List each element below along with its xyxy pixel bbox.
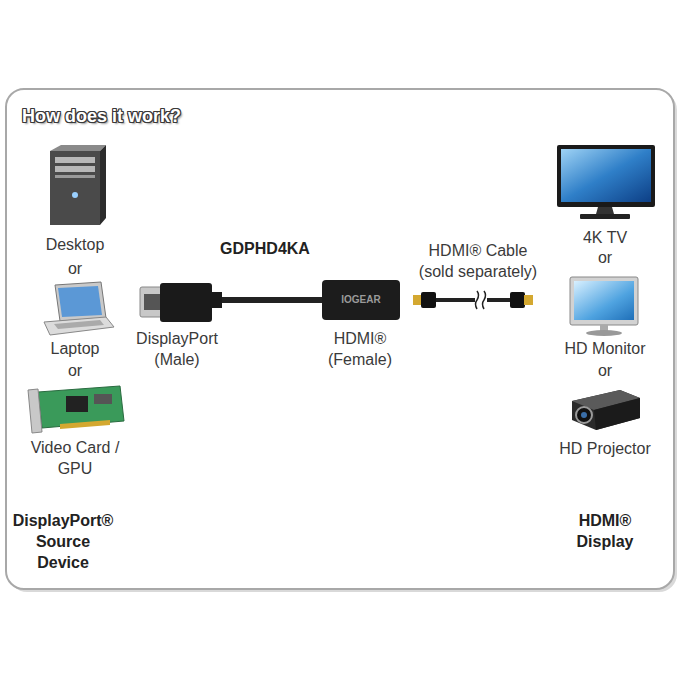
gpu-bracket [28,389,42,433]
tv-base [580,214,630,219]
drive-bay [55,166,95,172]
hdmi-plug-tip [524,295,533,305]
monitor-screen [574,281,634,320]
projector-side [594,398,640,430]
displayport-plug-body [160,283,212,322]
device-label: Desktop [15,234,135,255]
displayport-plug-slot [144,294,160,310]
projector-lens [576,407,592,423]
tv-neck [596,207,614,214]
monitor-frame [570,277,638,325]
device-label: 4K TV [545,227,665,248]
panel [6,89,674,589]
cable-break [483,291,486,309]
or-label: or [575,360,635,381]
tv-screen [561,149,651,202]
or-label: or [45,360,105,381]
connector-label: HDMI® (Female) [320,328,400,370]
diagram-title: How does it work? [22,106,181,127]
device-label: HD Projector [545,438,665,459]
cable-label: HDMI® Cable (sold separately) [410,240,546,282]
projector-lens-glass [581,412,587,418]
device-label: Laptop [15,338,135,359]
hdmi-plug [421,292,436,308]
connector-label: DisplayPort (Male) [127,328,227,370]
group-label: DisplayPort® Source Device [9,510,117,573]
laptop-screen [58,286,102,317]
tower-front [50,151,100,225]
tower-side [100,145,106,225]
gpu-board [38,386,124,428]
projector-body [572,390,640,430]
drive-bay [55,175,95,178]
hdmi-female-housing [322,280,400,320]
laptop-keys [54,320,104,329]
drive-bay [55,157,95,163]
laptop-base [44,317,114,335]
adapter-cable [222,297,324,303]
gpu-contacts [60,420,110,429]
gpu-chip [94,394,112,404]
hdmi-plug [510,292,525,308]
group-label: HDMI® Display [565,510,645,552]
brand-logo: IOGEAR [323,294,399,306]
power-button [72,192,78,198]
model-number: GDPHD4KA [195,238,335,259]
monitor-base [586,330,622,336]
hdmi-cable [487,298,511,302]
device-label: HD Monitor [545,338,665,359]
device-label: Video Card / GPU [23,437,128,479]
tower-top [50,145,106,151]
tv-frame [557,145,655,207]
hdmi-cable [436,298,475,302]
or-label: or [45,258,105,279]
cable-break [476,291,479,309]
hdmi-plug-tip [413,295,422,305]
strain-relief [212,292,222,308]
or-label: or [575,247,635,268]
gpu-chip [66,396,88,412]
laptop-lid [55,282,106,321]
